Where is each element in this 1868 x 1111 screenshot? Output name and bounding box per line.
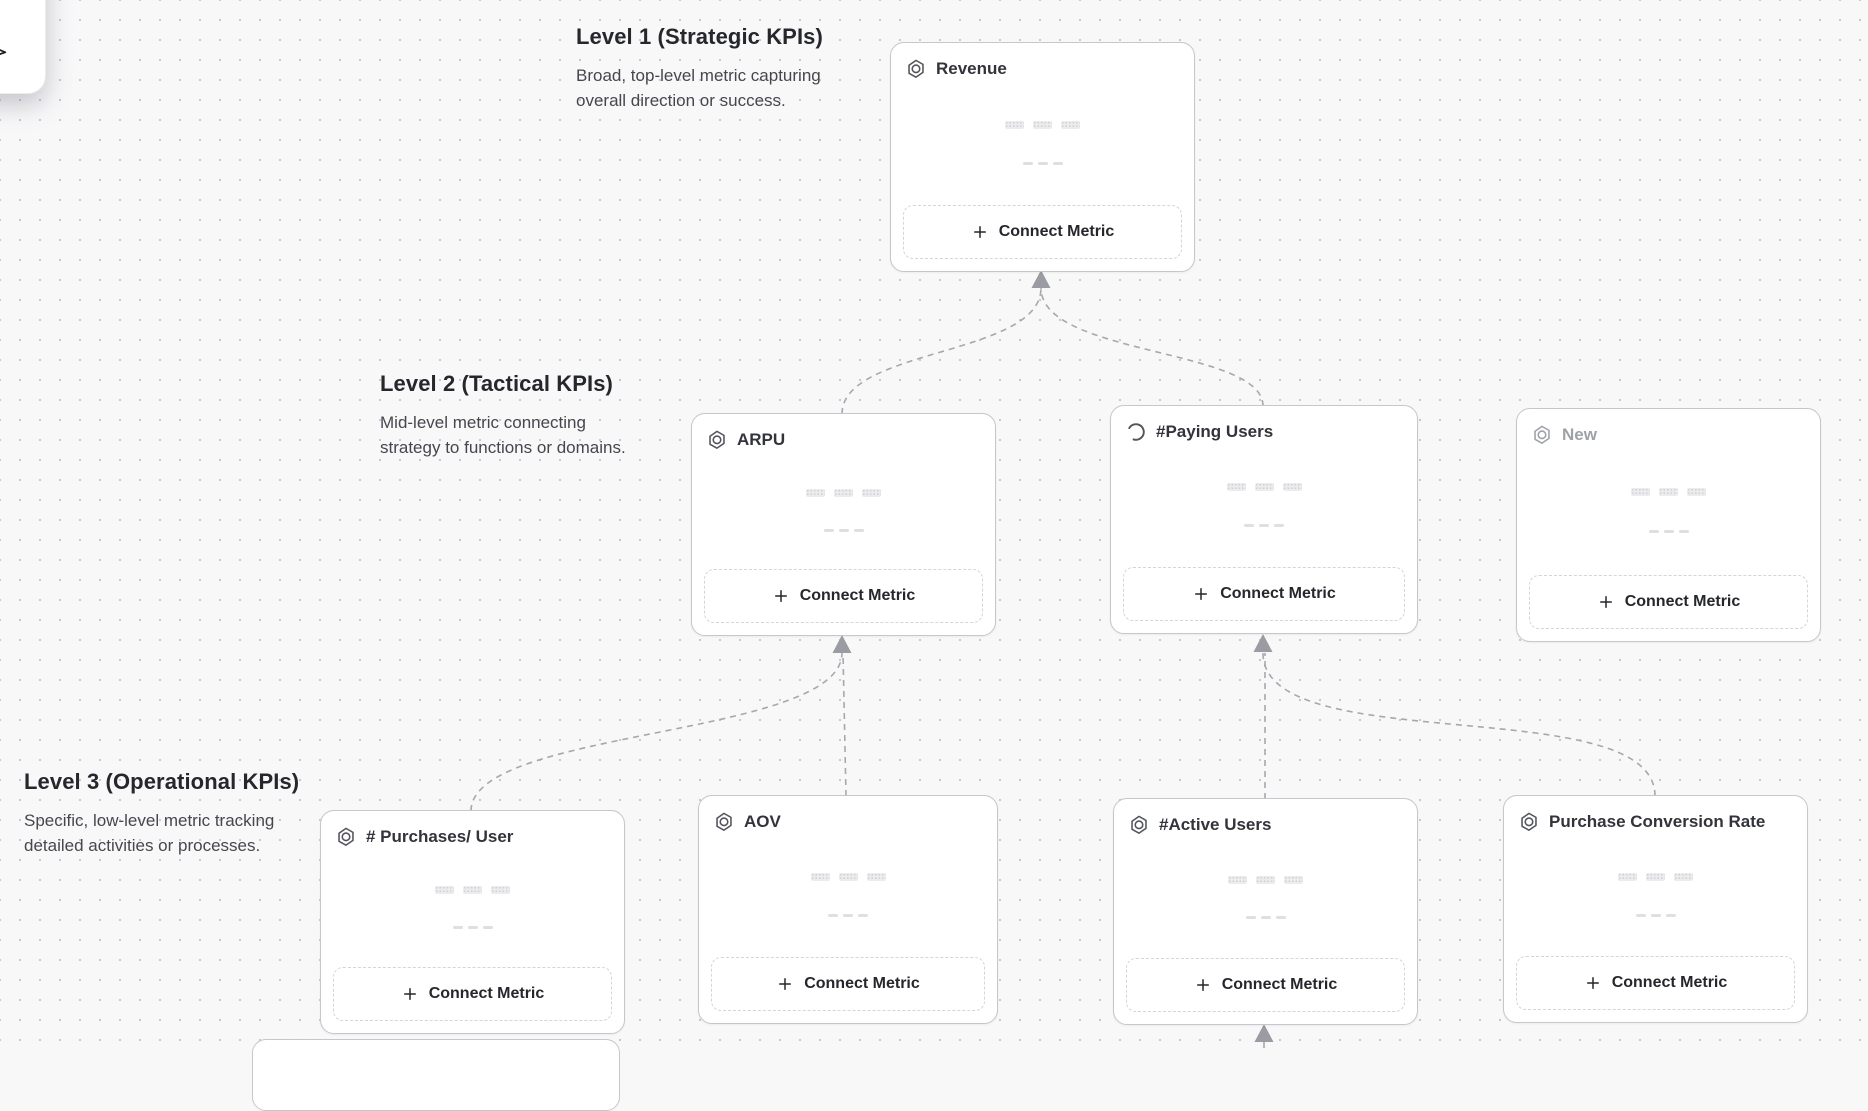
card-header: ARPU bbox=[706, 429, 981, 451]
plus-icon bbox=[971, 223, 989, 241]
plus-icon bbox=[772, 587, 790, 605]
metric-title: ARPU bbox=[737, 430, 786, 449]
edge-purchasesuser-to-arpu bbox=[470, 652, 843, 812]
metric-title: #Paying Users bbox=[1156, 422, 1274, 441]
skeleton-bars bbox=[1111, 483, 1417, 492]
level-3-header: Level 3 (Operational KPIs) Specific, low… bbox=[24, 769, 299, 858]
metric-card-aov[interactable]: AOV Connect Metric bbox=[698, 795, 998, 1024]
connect-metric-button[interactable]: Connect Metric bbox=[1126, 958, 1405, 1012]
plus-icon bbox=[401, 985, 419, 1003]
plus-icon bbox=[776, 975, 794, 993]
metric-title: Revenue bbox=[936, 59, 1007, 78]
card-header: #Paying Users bbox=[1125, 421, 1403, 443]
connect-metric-label: Connect Metric bbox=[1624, 593, 1741, 610]
metric-card-purchase-conversion-rate[interactable]: Purchase Conversion Rate Connect Metric bbox=[1503, 795, 1808, 1023]
skeleton-dashes bbox=[1517, 529, 1820, 533]
connect-metric-button[interactable]: Connect Metric bbox=[1529, 575, 1808, 629]
connect-metric-label: Connect Metric bbox=[1221, 976, 1338, 993]
card-header: Revenue bbox=[905, 58, 1180, 80]
cursor-icon[interactable] bbox=[0, 43, 9, 65]
metric-title: New bbox=[1562, 425, 1597, 444]
metric-card-partial[interactable] bbox=[252, 1039, 620, 1111]
skeleton-bars bbox=[1517, 487, 1820, 496]
tool-panel[interactable] bbox=[0, 0, 46, 94]
plus-icon bbox=[1584, 974, 1602, 992]
connect-metric-label: Connect Metric bbox=[804, 975, 920, 992]
skeleton-bars bbox=[1114, 875, 1417, 884]
level-1-title: Level 1 (Strategic KPIs) bbox=[576, 24, 823, 49]
card-header: # Purchases/ User bbox=[335, 826, 610, 848]
edge-pcr-to-payingusers bbox=[1262, 652, 1656, 797]
arrowhead-activeusers bbox=[1254, 1024, 1274, 1042]
hexagon-metric-icon bbox=[1531, 424, 1553, 446]
skeleton-dashes bbox=[1504, 913, 1807, 917]
skeleton-bars bbox=[891, 120, 1194, 129]
skeleton-dashes bbox=[692, 528, 995, 532]
hexagon-metric-icon bbox=[713, 811, 735, 833]
arrowhead-revenue bbox=[1031, 270, 1051, 288]
metric-card-active-users[interactable]: #Active Users Connect Metric bbox=[1113, 798, 1418, 1025]
metric-card-revenue[interactable]: Revenue Connect Metric bbox=[890, 42, 1195, 272]
metric-title: Purchase Conversion Rate bbox=[1549, 812, 1766, 831]
connect-metric-button[interactable]: Connect Metric bbox=[711, 957, 985, 1011]
connect-metric-label: Connect Metric bbox=[799, 587, 916, 604]
skeleton-dashes bbox=[1111, 524, 1417, 528]
metric-title: AOV bbox=[744, 812, 781, 831]
level-2-header: Level 2 (Tactical KPIs) Mid-level metric… bbox=[380, 371, 626, 460]
connect-metric-button[interactable]: Connect Metric bbox=[704, 569, 983, 623]
metric-card-arpu[interactable]: ARPU Connect Metric bbox=[691, 413, 996, 636]
metric-card-paying-users[interactable]: #Paying Users Connect Metric bbox=[1110, 405, 1418, 634]
card-header: #Active Users bbox=[1128, 814, 1403, 836]
hexagon-metric-icon bbox=[1518, 811, 1540, 833]
metric-card-new[interactable]: New Connect Metric bbox=[1516, 408, 1821, 642]
plus-icon bbox=[1194, 976, 1212, 994]
metric-title: # Purchases/ User bbox=[366, 827, 514, 846]
connect-metric-label: Connect Metric bbox=[1220, 585, 1336, 602]
plus-icon bbox=[1192, 585, 1210, 603]
skeleton-bars bbox=[321, 886, 624, 895]
connect-metric-button[interactable]: Connect Metric bbox=[903, 205, 1182, 259]
connect-metric-button[interactable]: Connect Metric bbox=[1516, 956, 1795, 1010]
level-3-title: Level 3 (Operational KPIs) bbox=[24, 769, 300, 794]
edge-arpu-to-revenue bbox=[841, 287, 1042, 415]
skeleton-dashes bbox=[699, 914, 997, 918]
plus-icon bbox=[1597, 593, 1615, 611]
edge-payingusers-to-revenue bbox=[1040, 287, 1264, 407]
hexagon-metric-icon bbox=[1128, 814, 1150, 836]
spinner-icon bbox=[1125, 421, 1147, 443]
connect-metric-label: Connect Metric bbox=[998, 223, 1115, 240]
arrowhead-payingusers bbox=[1253, 634, 1273, 652]
connect-metric-button[interactable]: Connect Metric bbox=[333, 967, 612, 1021]
arrowhead-arpu bbox=[832, 635, 852, 653]
skeleton-bars bbox=[692, 489, 995, 498]
metric-card-purchases-per-user[interactable]: # Purchases/ User Connect Metric bbox=[320, 810, 625, 1034]
hexagon-metric-icon bbox=[905, 58, 927, 80]
level-1-header: Level 1 (Strategic KPIs) Broad, top-leve… bbox=[576, 24, 823, 113]
card-header: AOV bbox=[713, 811, 983, 833]
level-2-title: Level 2 (Tactical KPIs) bbox=[380, 371, 613, 396]
skeleton-bars bbox=[699, 873, 997, 882]
skeleton-bars bbox=[1504, 872, 1807, 881]
skeleton-dashes bbox=[891, 161, 1194, 165]
connect-metric-label: Connect Metric bbox=[1611, 974, 1728, 991]
connect-metric-button[interactable]: Connect Metric bbox=[1123, 567, 1405, 621]
card-header: Purchase Conversion Rate bbox=[1518, 811, 1793, 833]
card-header: New bbox=[1531, 424, 1806, 446]
connect-metric-label: Connect Metric bbox=[428, 985, 545, 1002]
skeleton-dashes bbox=[1114, 916, 1417, 919]
edge-aov-to-arpu bbox=[842, 652, 847, 797]
skeleton-dashes bbox=[321, 926, 624, 930]
hexagon-metric-icon bbox=[706, 429, 728, 451]
hexagon-metric-icon bbox=[335, 826, 357, 848]
metric-title: #Active Users bbox=[1159, 815, 1272, 834]
